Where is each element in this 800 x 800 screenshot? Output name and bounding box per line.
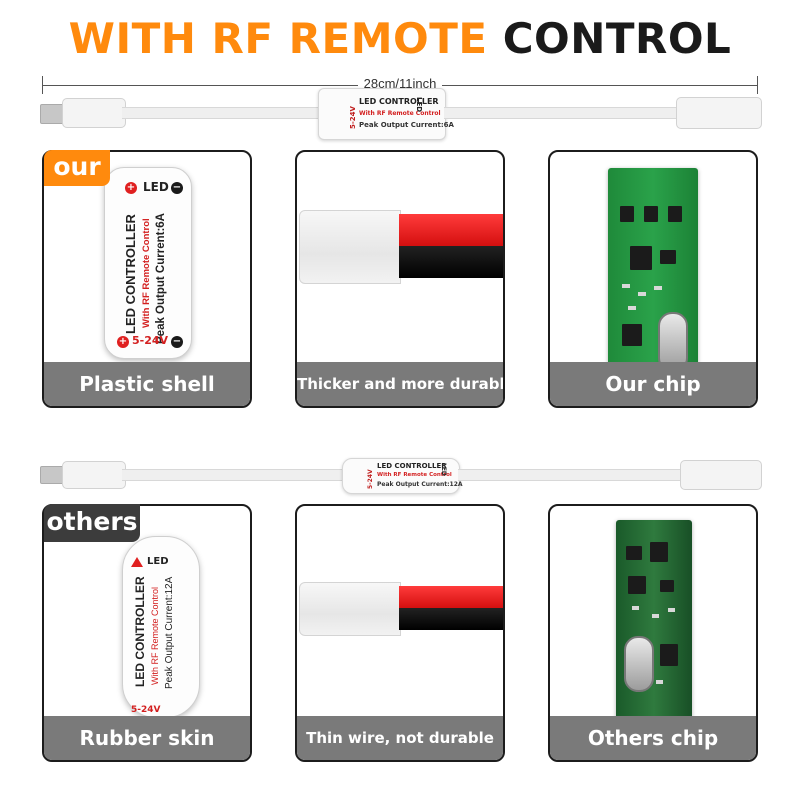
minus-icon: − — [171, 336, 183, 348]
bottom-controller-led: LED — [440, 463, 447, 476]
black-wire-icon — [399, 246, 503, 278]
smd-icon — [656, 680, 663, 684]
caption-our-chip: Our chip — [550, 362, 756, 406]
panel-others-chip: Others chip — [548, 504, 758, 762]
our-pcb-icon — [608, 168, 698, 382]
dc-socket-icon — [680, 460, 762, 490]
measure-tick-left — [42, 76, 43, 94]
others-controller-spec: Peak Output Current:12A — [164, 576, 175, 689]
bottom-controller-subtitle: With RF Remote Control — [377, 472, 452, 478]
others-pcb-icon — [616, 520, 692, 730]
panel-our-chip: Our chip — [548, 150, 758, 408]
wire-jacket-icon — [299, 210, 401, 284]
minus-icon: − — [171, 182, 183, 194]
cable — [444, 107, 680, 119]
crystal-icon — [624, 636, 654, 692]
smd-icon — [632, 606, 639, 610]
top-controller-spec: Peak Output Current:6A — [359, 121, 454, 129]
our-controller-spec: Peak Output Current:6A — [155, 213, 167, 344]
cable — [122, 107, 322, 119]
others-controller-name: LED CONTROLLER — [133, 576, 147, 687]
chip-icon — [644, 206, 658, 222]
red-wire-icon — [399, 214, 503, 246]
warning-icon — [131, 557, 143, 567]
smd-icon — [668, 608, 675, 612]
panel-others-skin: LED LED CONTROLLER With RF Remote Contro… — [42, 504, 252, 762]
panel-our-shell: + LED − LED CONTROLLER With RF Remote Co… — [42, 150, 252, 408]
chip-icon — [660, 580, 674, 592]
bottom-controller-voltage: 5-24V — [367, 469, 374, 489]
panel-others-wire: Thin wire, not durable — [295, 504, 505, 762]
title-accent: WITH RF REMOTE — [68, 14, 488, 63]
chip-icon — [622, 324, 642, 346]
chip-icon — [620, 206, 634, 222]
caption-plastic-shell: Plastic shell — [44, 362, 250, 406]
smd-icon — [652, 614, 659, 618]
others-controller-led: LED — [147, 556, 169, 567]
smd-icon — [654, 286, 662, 290]
others-controller-icon: LED LED CONTROLLER With RF Remote Contro… — [122, 536, 200, 718]
tag-our: our — [44, 150, 110, 186]
panel-our-wire: Thicker and more durable — [295, 150, 505, 408]
dc-socket-icon — [676, 97, 762, 129]
smd-icon — [622, 284, 630, 288]
our-controller-subtitle: With RF Remote Control — [141, 218, 152, 328]
caption-rubber-skin: Rubber skin — [44, 716, 250, 760]
chip-icon — [650, 542, 668, 562]
top-controller-subtitle: With RF Remote Control — [359, 110, 441, 117]
caption-thin-wire: Thin wire, not durable — [297, 716, 503, 760]
cable — [458, 469, 684, 481]
chip-icon — [630, 246, 652, 270]
chip-icon — [660, 250, 676, 264]
others-controller-subtitle: With RF Remote Control — [150, 586, 160, 685]
red-wire-icon — [399, 586, 503, 608]
plus-icon: + — [125, 182, 137, 194]
chip-icon — [628, 576, 646, 594]
smd-icon — [628, 306, 636, 310]
dc-plug-icon — [62, 98, 126, 128]
page-title: WITH RF REMOTE CONTROL — [0, 14, 800, 63]
cable — [122, 469, 346, 481]
chip-icon — [626, 546, 642, 560]
top-controller-led: LED — [415, 97, 423, 113]
top-controller-voltage: 5-24V — [349, 106, 357, 129]
caption-thicker-wire: Thicker and more durable — [297, 362, 503, 406]
bottom-controller-name: LED CONTROLLER — [377, 462, 447, 470]
bottom-controller-spec: Peak Output Current:12A — [377, 481, 463, 488]
top-controller-name: LED CONTROLLER — [359, 97, 439, 106]
smd-icon — [638, 292, 646, 296]
title-dark: CONTROL — [502, 14, 732, 63]
black-wire-icon — [399, 608, 503, 630]
chip-icon — [668, 206, 682, 222]
dc-plug-icon — [62, 461, 126, 489]
measure-label: 28cm/11inch — [0, 76, 800, 91]
wire-jacket-icon — [299, 582, 401, 636]
our-controller-voltage: 5-24V — [132, 334, 169, 347]
chip-icon — [660, 644, 678, 666]
our-controller-name: LED CONTROLLER — [123, 214, 138, 334]
our-controller-icon: + LED − LED CONTROLLER With RF Remote Co… — [104, 167, 192, 359]
top-controller: LED CONTROLLER With RF Remote Control Pe… — [318, 88, 454, 140]
bottom-controller: LED CONTROLLER With RF Remote Control Pe… — [342, 458, 463, 494]
our-controller-led: LED — [143, 180, 169, 194]
plus-icon: + — [117, 336, 129, 348]
others-controller-voltage: 5-24V — [131, 705, 161, 715]
caption-others-chip: Others chip — [550, 716, 756, 760]
tag-others: others — [44, 504, 140, 542]
measure-tick-right — [757, 76, 758, 94]
